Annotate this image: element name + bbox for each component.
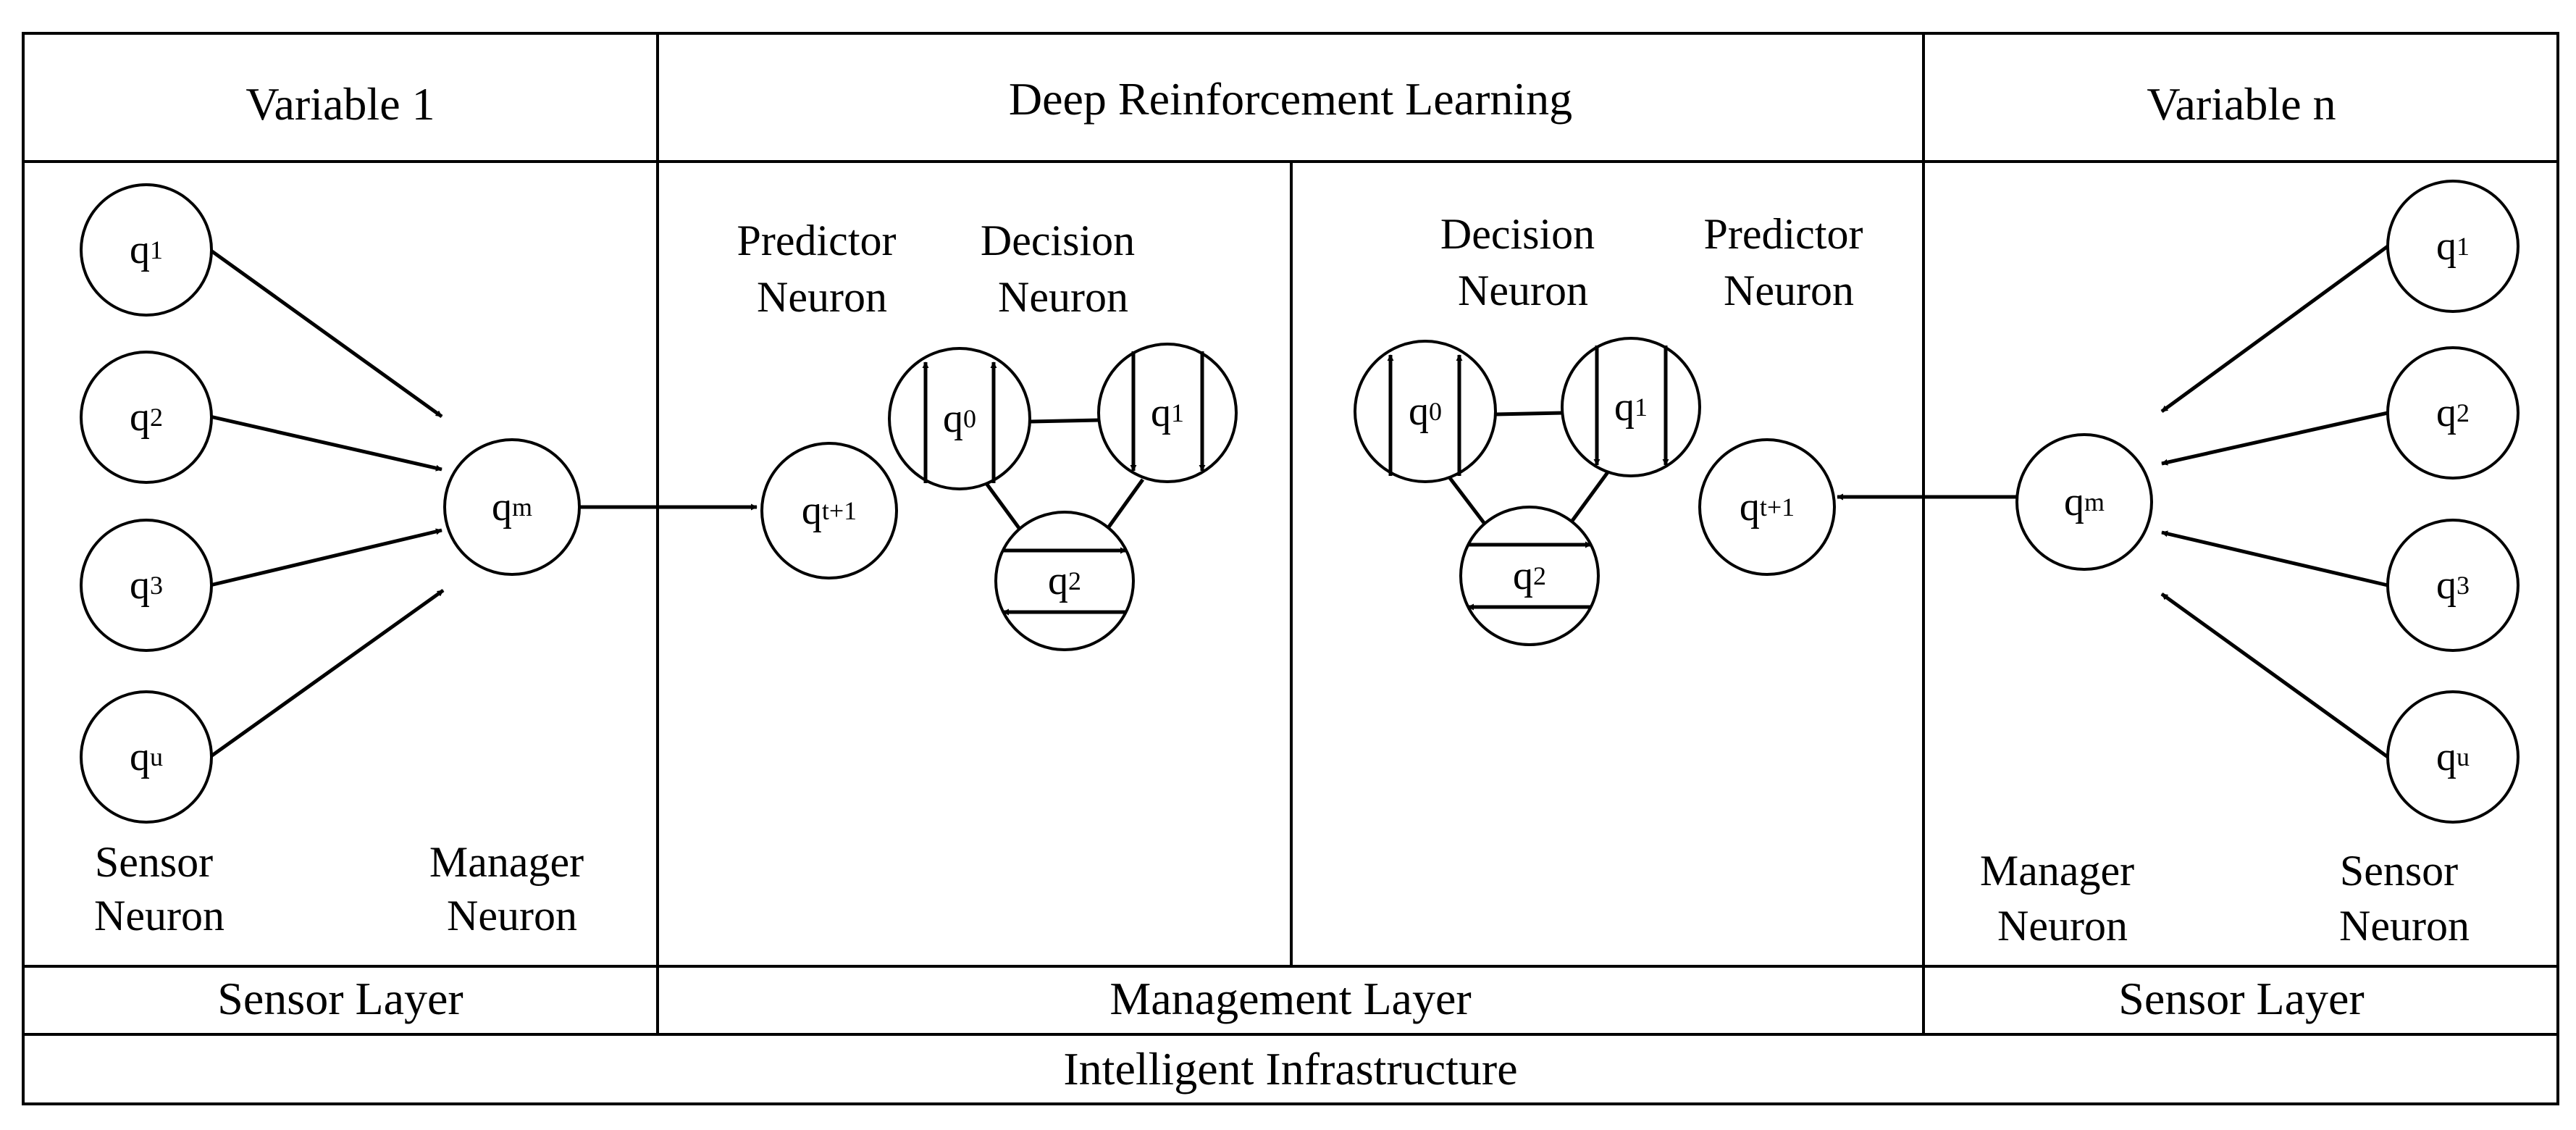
sensor-neuron-qu-right: qu [2386,690,2520,824]
header-variable-1: Variable 1 [246,78,435,130]
label-decision-neuron-left: Decision Neuron [981,217,1146,321]
arrow-q1-to-qm-left [209,248,443,419]
svg-text:q1: q1 [2436,224,2470,269]
label-predictor-neuron-right: Predictor Neuron [1704,210,1874,314]
svg-text:q0: q0 [943,396,976,441]
edge-q0-q2-left [981,478,1023,532]
svg-text:q1: q1 [130,227,163,272]
arrow-q2-to-qm-left [209,414,442,472]
svg-text:q0: q0 [1409,389,1442,434]
svg-text:qt+1: qt+1 [802,488,857,533]
manager-neuron-qm-right: qm [2015,433,2153,571]
header-variable-n: Variable n [2147,78,2336,130]
decision-neuron-q1-left: q1 [1097,343,1238,483]
manager-neuron-qm-left: qm [443,438,581,576]
edge-q0-q1-left [1030,418,1100,424]
label-predictor-neuron-left: Predictor Neuron [737,217,907,321]
sensor-neuron-q1-right: q1 [2386,180,2520,313]
decision-neuron-q2-right: q2 [1459,506,1600,646]
arrow-q1-to-qm-right [2160,244,2389,414]
label-manager-neuron-right: Manager Neuron [1980,847,2145,950]
svg-text:q3: q3 [2436,563,2470,608]
svg-text:qu: qu [130,734,163,779]
edge-q1-q2-right [1568,471,1610,525]
frame [22,32,2559,1105]
label-manager-neuron-left: Manager Neuron [429,838,595,939]
arrow-q3-to-qm-right [2161,530,2388,587]
edge-q0-q1-right [1495,411,1564,417]
sensor-neuron-q2-left: q2 [80,351,213,484]
arrow-q3-to-qm-left [209,528,442,587]
sensor-neuron-q2-right: q2 [2386,346,2520,480]
label-sensor-neuron-left: Sensor Neuron [94,838,225,939]
layer-management: Management Layer [1109,973,1471,1024]
svg-text:q1: q1 [1151,390,1184,435]
predictor-neuron-qt1-right: qt+1 [1698,438,1836,576]
label-decision-neuron-right: Decision Neuron [1440,210,1606,314]
decision-neuron-q0-right: q0 [1354,340,1497,483]
sensor-neuron-q3-right: q3 [2386,519,2520,652]
svg-text:qm: qm [492,485,532,530]
sensor-neuron-q3-left: q3 [80,519,213,652]
header-deep-reinforcement-learning: Deep Reinforcement Learning [1009,73,1572,125]
layer-sensor-left: Sensor Layer [217,973,463,1024]
edge-q0-q2-right [1444,471,1486,525]
label-sensor-neuron-right: Sensor Neuron [2339,847,2470,950]
svg-text:qu: qu [2436,734,2470,779]
arrow-q2-to-qm-right [2161,411,2388,466]
svg-text:qt+1: qt+1 [1740,485,1795,530]
svg-text:q3: q3 [130,563,163,608]
svg-text:qm: qm [2064,480,2105,524]
sensor-neuron-q1-left: q1 [80,183,213,317]
sensor-neuron-qu-left: qu [80,690,213,824]
edges [209,244,2389,759]
decision-neuron-q0-left: q0 [888,347,1031,490]
svg-text:q2: q2 [1513,553,1546,598]
predictor-neuron-qt1-left: qt+1 [760,442,898,579]
svg-text:q2: q2 [130,395,163,440]
svg-text:q2: q2 [1048,558,1081,603]
arrow-qu-to-qm-right [2160,592,2389,759]
svg-text:q2: q2 [2436,390,2470,435]
layer-sensor-right: Sensor Layer [2118,973,2364,1024]
decision-neuron-q2-left: q2 [994,511,1135,651]
decision-neuron-q1-right: q1 [1561,337,1701,477]
arrow-qu-to-qm-left [209,588,445,759]
layer-intelligent-infrastructure: Intelligent Infrastructure [1063,1043,1517,1095]
svg-text:q1: q1 [1614,385,1648,430]
edge-q1-q2-left [1104,478,1145,532]
